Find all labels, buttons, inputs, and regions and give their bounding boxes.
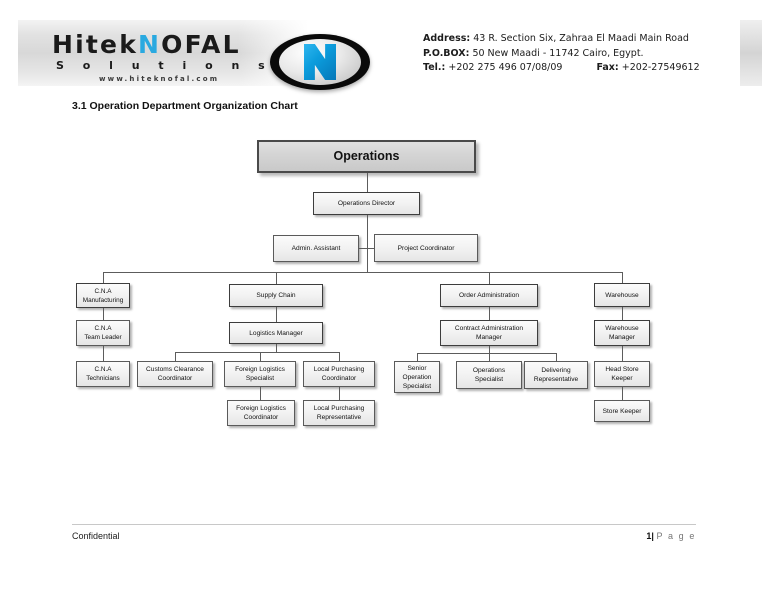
org-node-label: Supply Chain bbox=[256, 291, 295, 300]
footer-page-separator: | bbox=[651, 531, 654, 541]
connector-logistics-to-customs-clearance-coordinator bbox=[175, 352, 176, 361]
org-node-label: Operations bbox=[334, 152, 400, 161]
org-node-delivering-representative: DeliveringRepresentative bbox=[524, 361, 588, 389]
connector-contract-to-delivering-representative bbox=[556, 353, 557, 361]
connector-cna-manufacturing-to-cna-team-leader bbox=[103, 308, 104, 320]
org-node-label: DeliveringRepresentative bbox=[534, 366, 578, 384]
org-node-warehouse-manager: WarehouseManager bbox=[594, 320, 650, 346]
org-node-operations: Operations bbox=[257, 140, 476, 173]
org-node-label: C.N.ATeam Leader bbox=[84, 324, 121, 342]
connector-logistics-to-foreign-logistics-specialist bbox=[260, 352, 261, 361]
org-node-label: Head StoreKeeper bbox=[605, 365, 638, 383]
connector-contract-bus bbox=[417, 353, 556, 354]
connector-supply-chain-to-logistics-manager bbox=[276, 307, 277, 322]
org-node-operations-specialist: OperationsSpecialist bbox=[456, 361, 522, 389]
org-node-label: OperationsSpecialist bbox=[473, 366, 505, 384]
org-node-foreign-logistics-coordinator: Foreign LogisticsCoordinator bbox=[227, 400, 295, 426]
org-node-cna-manufacturing: C.N.AManufacturing bbox=[76, 283, 130, 308]
org-node-senior-operation-specialist: SeniorOperationSpecialist bbox=[394, 361, 440, 393]
org-node-local-purchasing-representative: Local PurchasingRepresentative bbox=[303, 400, 375, 426]
connector-local-purchasing-coordinator-to-local-purchasing-representative bbox=[339, 387, 340, 400]
connector-head-store-keeper-to-store-keeper bbox=[622, 387, 623, 400]
org-node-label: Project Coordinator bbox=[398, 244, 455, 253]
connector-department-bus bbox=[103, 272, 622, 273]
connector-foreign-logistics-specialist-to-foreign-logistics-coordinator bbox=[260, 387, 261, 400]
connector-bus-to-order-administration bbox=[489, 272, 490, 284]
org-node-label: SeniorOperationSpecialist bbox=[403, 364, 432, 391]
connector-admin-assistant bbox=[359, 248, 367, 249]
org-node-label: Local PurchasingCoordinator bbox=[314, 365, 365, 383]
footer-confidential-label: Confidential bbox=[72, 531, 120, 541]
org-node-supply-chain: Supply Chain bbox=[229, 284, 323, 307]
org-node-label: Foreign LogisticsCoordinator bbox=[236, 404, 286, 422]
org-node-project-coordinator: Project Coordinator bbox=[374, 234, 478, 262]
org-node-admin-assistant: Admin. Assistant bbox=[273, 235, 359, 262]
org-node-label: C.N.AManufacturing bbox=[83, 287, 124, 305]
org-node-operations-director: Operations Director bbox=[313, 192, 420, 215]
org-node-store-keeper: Store Keeper bbox=[594, 400, 650, 422]
org-node-label: WarehouseManager bbox=[605, 324, 638, 342]
connector-contract-to-operations-specialist bbox=[489, 353, 490, 361]
org-node-label: Warehouse bbox=[605, 291, 638, 300]
connector-order-administration-to-contract-admin-manager bbox=[489, 307, 490, 320]
connector-warehouse-to-warehouse-manager bbox=[622, 307, 623, 320]
connector-bus-to-cna-manufacturing bbox=[103, 272, 104, 283]
connector-logistics-bus bbox=[175, 352, 339, 353]
org-node-foreign-logistics-specialist: Foreign LogisticsSpecialist bbox=[224, 361, 296, 387]
connector-bus-to-warehouse bbox=[622, 272, 623, 283]
connector-logistics-to-local-purchasing-coordinator bbox=[339, 352, 340, 361]
footer-page-indicator: 1| P a g e bbox=[560, 531, 696, 541]
org-node-label: Contract AdministrationManager bbox=[455, 324, 523, 342]
org-node-warehouse: Warehouse bbox=[594, 283, 650, 307]
org-node-label: Order Administration bbox=[459, 291, 519, 300]
org-node-logistics-manager: Logistics Manager bbox=[229, 322, 323, 344]
org-node-label: Logistics Manager bbox=[249, 329, 303, 338]
org-node-contract-admin-manager: Contract AdministrationManager bbox=[440, 320, 538, 346]
connector-project-coordinator bbox=[367, 248, 375, 249]
org-node-label: Operations Director bbox=[338, 199, 395, 208]
org-node-head-store-keeper: Head StoreKeeper bbox=[594, 361, 650, 387]
connector-operations-to-director bbox=[367, 173, 368, 192]
org-node-label: Store Keeper bbox=[603, 407, 642, 416]
connector-bus-to-supply-chain bbox=[276, 272, 277, 284]
footer-divider bbox=[72, 524, 696, 525]
org-chart: OperationsOperations DirectorAdmin. Assi… bbox=[0, 0, 768, 470]
connector-warehouse-manager-to-head-store-keeper bbox=[622, 346, 623, 361]
org-node-order-administration: Order Administration bbox=[440, 284, 538, 307]
org-node-customs-clearance-coordinator: Customs ClearanceCoordinator bbox=[137, 361, 213, 387]
org-node-local-purchasing-coordinator: Local PurchasingCoordinator bbox=[303, 361, 375, 387]
org-node-label: Customs ClearanceCoordinator bbox=[146, 365, 204, 383]
org-node-label: Admin. Assistant bbox=[292, 244, 341, 253]
org-node-label: C.N.ATechnicians bbox=[86, 365, 119, 383]
connector-logistics-trunk bbox=[276, 344, 277, 352]
connector-director-trunk bbox=[367, 215, 368, 272]
connector-contract-to-senior-operation-specialist bbox=[417, 353, 418, 361]
org-node-cna-team-leader: C.N.ATeam Leader bbox=[76, 320, 130, 346]
org-node-label: Foreign LogisticsSpecialist bbox=[235, 365, 285, 383]
footer-page-word: P a g e bbox=[656, 531, 696, 541]
org-node-label: Local PurchasingRepresentative bbox=[314, 404, 365, 422]
connector-cna-team-leader-to-cna-technicians bbox=[103, 346, 104, 361]
org-node-cna-technicians: C.N.ATechnicians bbox=[76, 361, 130, 387]
connector-contract-trunk bbox=[489, 346, 490, 353]
